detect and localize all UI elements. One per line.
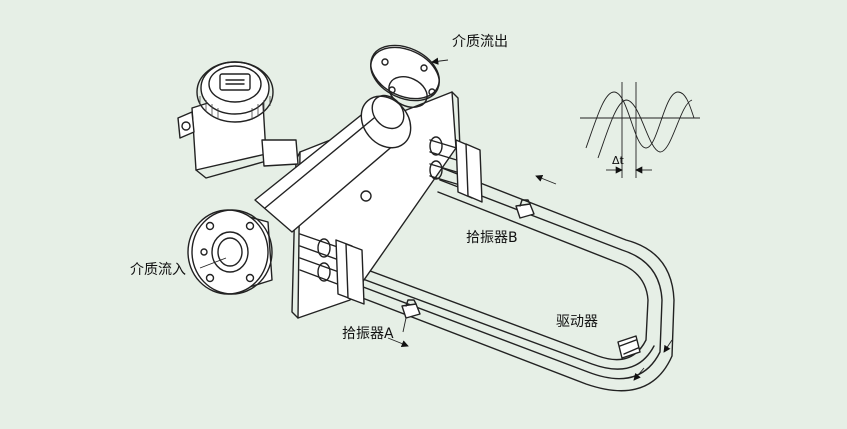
driver-sensor — [617, 335, 641, 359]
label-outlet: 介质流出 — [452, 34, 508, 50]
label-pickup-b: 拾振器B — [466, 230, 518, 246]
pickup-b-sensor — [515, 199, 535, 219]
label-inlet: 介质流入 — [130, 262, 186, 278]
label-pickup-a: 拾振器A — [342, 326, 394, 342]
transmitter — [177, 61, 299, 179]
label-driver: 驱动器 — [556, 314, 598, 330]
phase-waveform — [580, 82, 700, 178]
u-tube-lower — [343, 167, 675, 392]
leader-lines — [199, 257, 407, 333]
pickup-a-sensor — [401, 299, 421, 319]
brace-plates — [335, 139, 483, 305]
inlet-flange — [187, 209, 273, 295]
arrows — [387, 57, 673, 381]
outlet-flange — [370, 44, 440, 108]
manifold-body — [254, 94, 412, 233]
label-delta-t: Δt — [612, 154, 624, 167]
